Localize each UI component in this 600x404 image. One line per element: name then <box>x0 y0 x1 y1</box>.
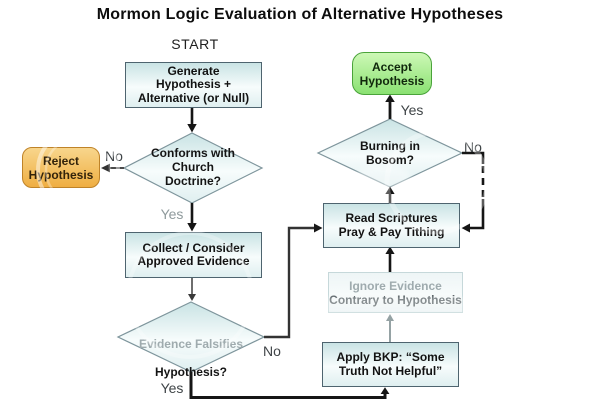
node-read-scriptures-label: Read Scriptures Pray & Pay Tithing <box>338 211 445 239</box>
edge-label-conforms-no: No <box>105 148 123 164</box>
edge-conforms-to-reject <box>101 163 124 173</box>
node-generate-hypothesis: Generate Hypothesis + Alternative (or Nu… <box>125 62 262 108</box>
edge-burning-no-to-read <box>461 151 485 233</box>
node-ignore-evidence: Ignore Evidence Contrary to Hypothesis <box>328 272 463 313</box>
flowchart-title: Mormon Logic Evaluation of Alternative H… <box>96 6 504 23</box>
edge-burning-yes-to-accept <box>385 94 395 119</box>
node-evidence-falsifies-line2: Hypothesis? <box>154 365 227 379</box>
node-generate-hypothesis-label: Generate Hypothesis + Alternative (or Nu… <box>137 63 250 105</box>
node-evidence-falsifies-label: Evidence Falsifies Hypothesis? <box>116 323 266 379</box>
node-accept-hypothesis: Accept Hypothesis <box>352 52 432 95</box>
edge-apply-to-ignore <box>386 314 394 342</box>
edge-evidence-no-to-read <box>264 223 323 339</box>
edge-label-burning-no: No <box>464 139 482 155</box>
node-read-scriptures: Read Scriptures Pray & Pay Tithing <box>323 203 460 248</box>
node-ignore-evidence-line2: Contrary to Hypothesis <box>329 292 462 307</box>
start-label: START <box>171 36 219 52</box>
node-accept-hypothesis-label: Accept Hypothesis <box>359 59 425 88</box>
edge-conforms-to-collect <box>187 203 197 232</box>
node-reject-hypothesis-label: Reject Hypothesis <box>28 153 94 182</box>
node-evidence-falsifies-line1: Evidence Falsifies <box>138 337 244 351</box>
node-apply-bkp: Apply BKP: “Some Truth Not Helpful” <box>322 342 459 387</box>
edge-generate-to-conforms <box>187 108 197 133</box>
node-burning-bosom-label: Burning in Bosom? <box>360 139 420 167</box>
node-reject-hypothesis: Reject Hypothesis <box>22 147 100 188</box>
node-collect-approved-evidence-label: Collect / Consider Approved Evidence <box>137 240 250 268</box>
edge-label-burning-yes: Yes <box>400 102 424 118</box>
node-apply-bkp-label: Apply BKP: “Some Truth Not Helpful” <box>336 350 445 378</box>
edge-label-evidence-yes: Yes <box>160 380 184 396</box>
edge-collect-to-evidence <box>188 278 196 301</box>
node-ignore-evidence-line1: Ignore Evidence <box>349 278 442 293</box>
edge-label-evidence-no: No <box>263 343 281 359</box>
edge-label-conforms-yes: Yes <box>160 206 184 222</box>
node-conforms-doctrine-label: Conforms with Church Doctrine? <box>151 146 235 188</box>
edge-read-to-burning <box>385 186 395 203</box>
edge-evidence-yes-to-apply <box>189 372 390 399</box>
edge-ignore-to-read <box>385 246 395 272</box>
node-collect-approved-evidence: Collect / Consider Approved Evidence <box>125 232 262 278</box>
